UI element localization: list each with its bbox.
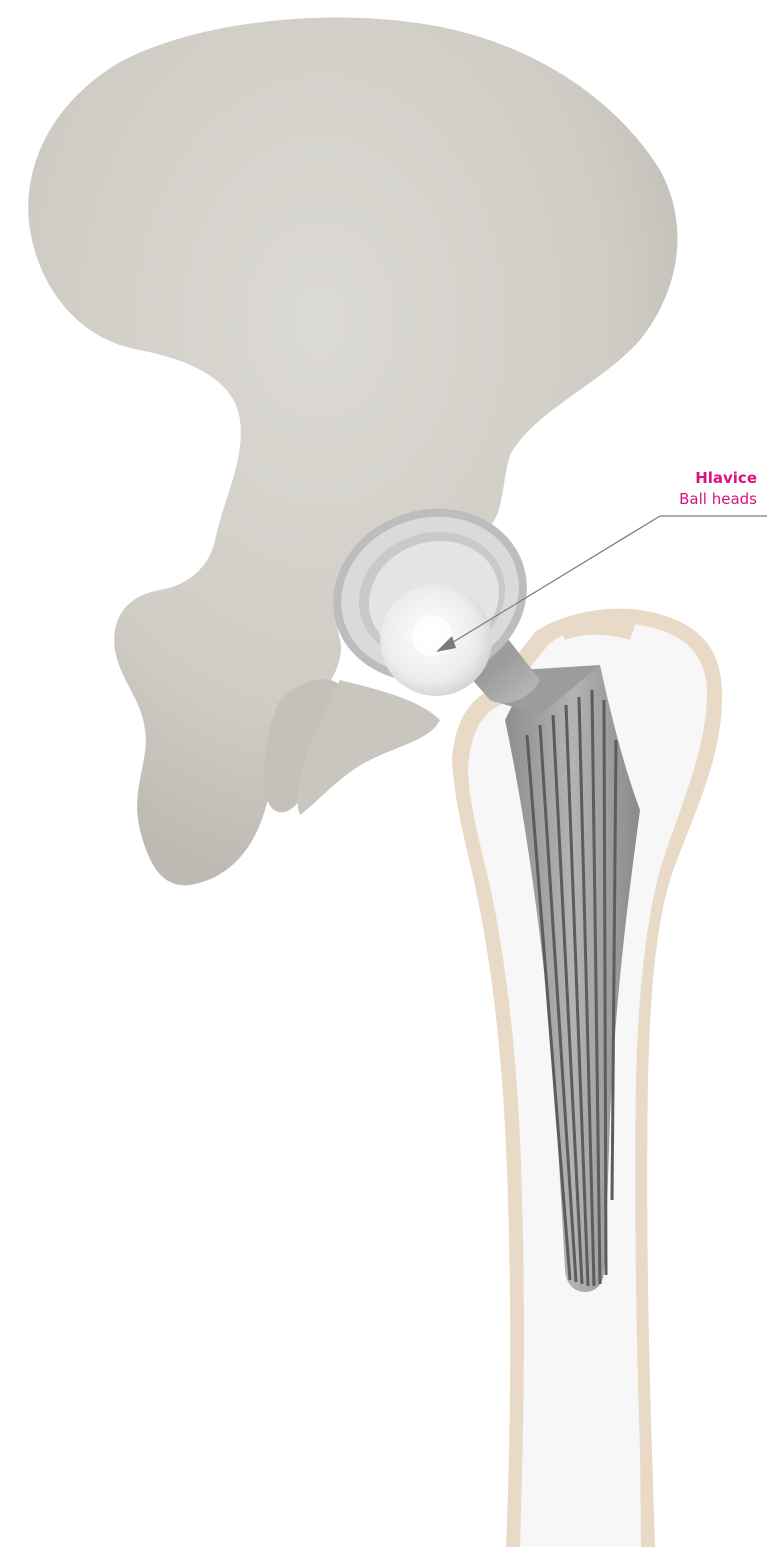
callout-title: Hlavice bbox=[679, 468, 757, 489]
callout-label: Hlavice Ball heads bbox=[679, 468, 757, 510]
callout-subtitle: Ball heads bbox=[679, 489, 757, 510]
